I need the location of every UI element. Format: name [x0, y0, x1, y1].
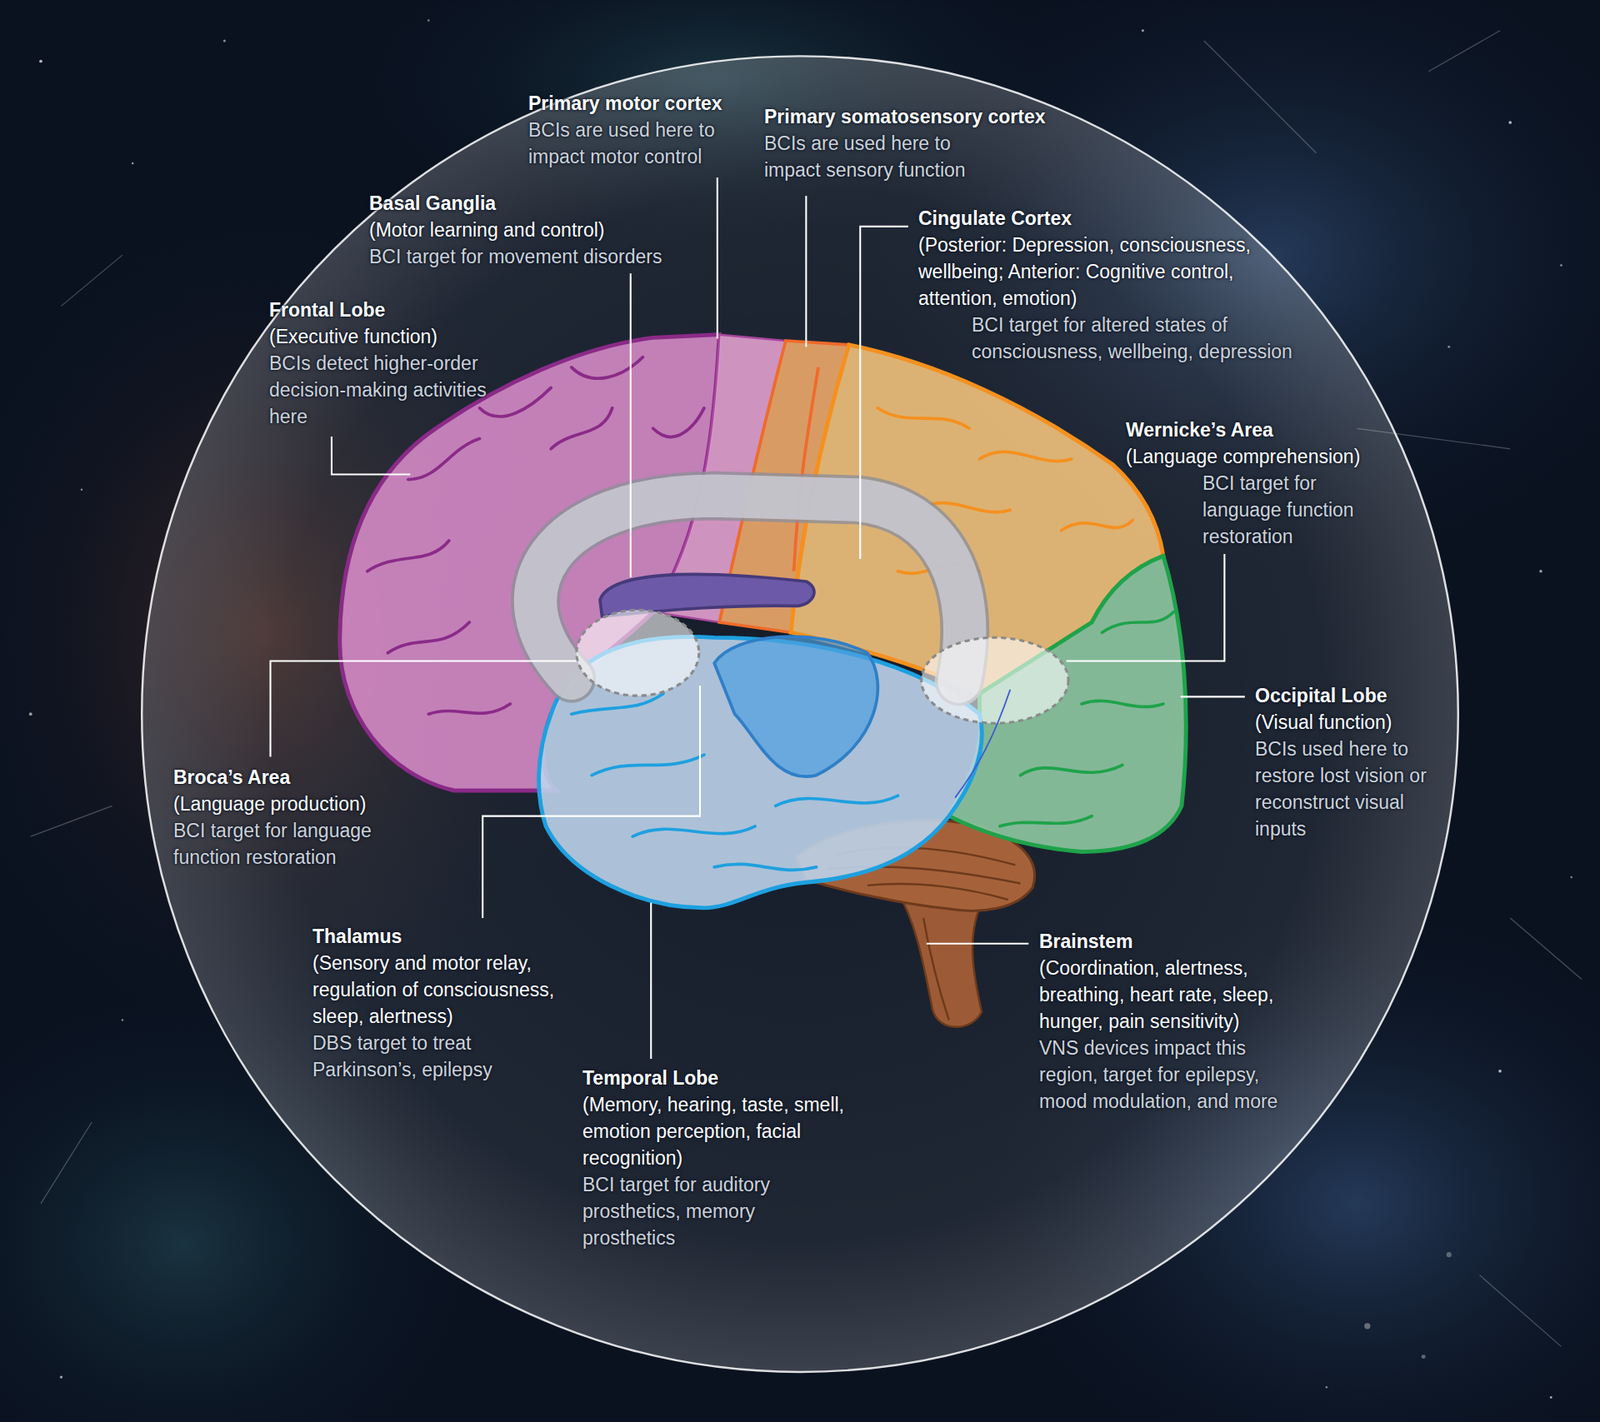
region-name: Frontal Lobe — [269, 296, 520, 324]
region-name: Basal Ganglia — [369, 190, 720, 217]
brain — [340, 335, 1186, 1028]
region-name: Thalamus — [312, 923, 605, 950]
bci-note: BCI target for movement disorders — [369, 243, 720, 270]
region-name: Brainstem — [1039, 928, 1315, 955]
brainstem-shape — [898, 892, 982, 1027]
function-note: (Coordination, alertness, breathing, hea… — [1039, 955, 1315, 1035]
callout-block: Broca’s Area(Language production)BCI tar… — [173, 764, 407, 871]
region-name: Primary motor cortex — [528, 90, 754, 117]
leader-lines — [270, 177, 1245, 1060]
callout-block: Brainstem(Coordination, alertness, breat… — [1039, 928, 1315, 1115]
bci-note: BCI target for language function restora… — [173, 817, 407, 871]
function-note: (Memory, hearing, taste, smell, emotion … — [582, 1091, 854, 1172]
region-name: Cingulate Cortex — [918, 205, 1347, 232]
vessel-line — [955, 690, 1010, 799]
region-name: Occipital Lobe — [1255, 682, 1472, 710]
broca-area-shape — [576, 610, 700, 696]
bci-note: BCI target for altered states of conscio… — [971, 311, 1347, 365]
bci-note: BCI target for language function restora… — [1202, 470, 1390, 550]
wernicke-area-shape — [921, 637, 1069, 724]
function-note: (Posterior: Depression, consciousness, w… — [918, 231, 1302, 312]
callout-block: Cingulate Cortex(Posterior: Depression, … — [918, 205, 1347, 365]
region-name: Temporal Lobe — [582, 1065, 854, 1092]
callout-block: Thalamus(Sensory and motor relay, regula… — [312, 923, 605, 1084]
thalamus-shape — [714, 636, 878, 777]
bci-note: BCIs detect higher-order decision-making… — [269, 350, 520, 430]
region-name: Broca’s Area — [173, 764, 407, 791]
callout-block: Occipital Lobe(Visual function)BCIs used… — [1255, 682, 1472, 843]
bci-note: BCIs are used here to impact motor contr… — [528, 116, 754, 170]
region-name: Wernicke’s Area — [1125, 416, 1410, 444]
function-note: (Language production) — [173, 790, 407, 818]
callout-block: Primary motor cortexBCIs are used here t… — [528, 90, 754, 170]
bci-note: DBS target to treat Parkinson’s, epileps… — [312, 1030, 530, 1084]
bci-note: VNS devices impact this region, target f… — [1039, 1035, 1298, 1115]
callout-block: Temporal Lobe(Memory, hearing, taste, sm… — [582, 1065, 854, 1252]
function-note: (Visual function) — [1255, 709, 1472, 736]
callout-block: Primary somatosensory cortexBCIs are use… — [764, 103, 1046, 184]
bci-note: BCIs used here to restore lost vision or… — [1255, 735, 1457, 843]
function-note: (Language comprehension) — [1125, 443, 1410, 470]
sensory-gyrus — [794, 367, 819, 572]
function-note: (Motor learning and control) — [369, 216, 720, 244]
callout-block: Wernicke’s Area(Language comprehension)B… — [1125, 416, 1410, 550]
function-note: (Executive function) — [269, 323, 520, 350]
function-note: (Sensory and motor relay, regulation of … — [312, 950, 605, 1030]
bci-note: BCI target for auditory prosthetics, mem… — [582, 1171, 804, 1252]
callout-block: Basal Ganglia(Motor learning and control… — [369, 190, 720, 270]
bci-note: BCIs are used here to impact sensory fun… — [764, 130, 1006, 184]
region-name: Primary somatosensory cortex — [764, 103, 1046, 130]
callout-block: Frontal Lobe(Executive function)BCIs det… — [269, 296, 520, 430]
